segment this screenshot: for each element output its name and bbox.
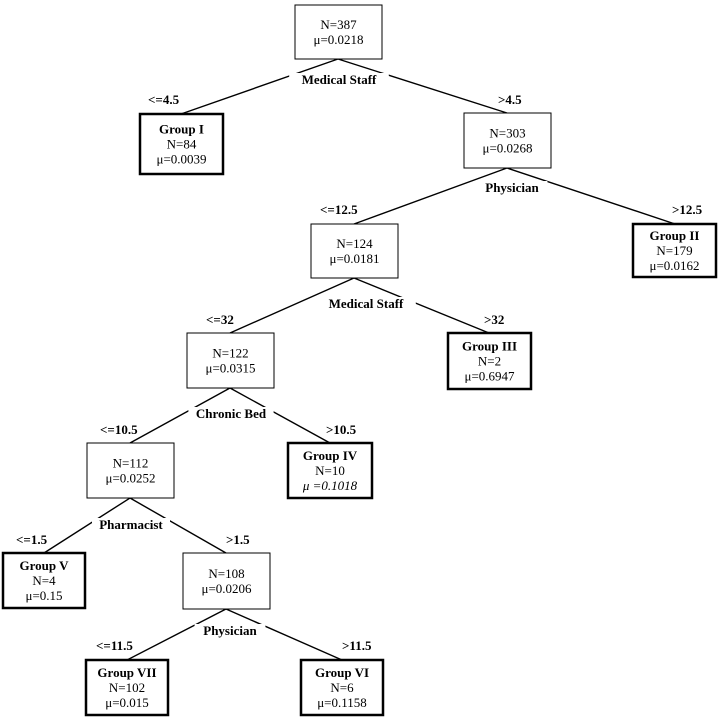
group-title: Group V [19,558,69,573]
node-mean: μ=0.15 [25,588,62,603]
node-box [294,4,383,60]
node-count: N=4 [32,573,56,588]
node-mean: μ=0.0181 [329,251,379,266]
branch-condition-right: >10.5 [326,422,357,437]
branch-line-s3-left [229,277,355,334]
branch-line-s6-right [225,608,343,661]
branch-condition-left: <=10.5 [100,422,138,437]
split-variable-label: Chronic Bed [196,406,267,421]
node-mean: μ=0.015 [105,695,149,710]
split-variable-label: Medical Staff [329,296,404,311]
split-label-backing [316,297,416,311]
node-mean: μ=0.0252 [105,471,155,486]
node-count: N=179 [656,243,692,258]
node-count: N=124 [336,236,373,251]
node-box [1,551,87,610]
node-box [186,332,275,389]
node-mean: μ=0.0218 [313,32,363,47]
node-box [182,552,271,610]
node-box [299,658,385,717]
node-box [631,222,718,279]
node-mean: μ =0.1018 [302,478,358,493]
leaf-node-g6: Group VIN=6μ=0.1158 [299,658,385,717]
group-title: Group VII [97,665,156,680]
node-count: N=84 [167,137,197,152]
node-count: N=6 [330,680,354,695]
branch-condition-left: <=4.5 [148,92,180,107]
split-variable-label: Physician [485,180,539,195]
branch-condition-left: <=32 [206,312,234,327]
node-count: N=112 [113,456,149,471]
branch-line-s4-left [129,387,231,444]
node-mean: μ=0.0206 [201,581,252,596]
branch-line-s1-left [180,58,339,115]
split-variable-label: Physician [203,623,257,638]
node-box [86,442,175,499]
split-label-backing [92,518,170,532]
group-title: Group II [650,228,700,243]
node-count: N=387 [320,17,357,32]
branch-condition-right: >1.5 [226,532,250,547]
split-label-backing [194,624,266,638]
node-mean: μ=0.1158 [317,695,367,710]
node-mean: μ=0.0315 [205,361,255,376]
split-label-backing [188,407,274,421]
branch-line-s5-right [129,497,227,554]
node-count: N=303 [489,126,525,141]
group-title: Group IV [303,448,358,463]
node-count: N=102 [109,680,145,695]
node-box [310,223,399,279]
leaf-node-g1: Group IN=84μ=0.0039 [138,112,225,176]
split-label-backing [476,181,548,195]
branch-line-s4-right [229,387,331,444]
split-variable-label: Medical Staff [302,72,377,87]
node-box [286,441,374,500]
branch-condition-right: >12.5 [672,202,703,217]
node-count: N=2 [478,354,501,369]
leaf-node-g5: Group VN=4μ=0.15 [1,551,87,610]
node-count: N=108 [208,566,244,581]
branch-condition-left: <=11.5 [96,638,133,653]
node-box [84,658,170,717]
split-label-backing [289,73,389,87]
node-box [138,112,225,176]
branch-line-s2-left [353,167,508,225]
branch-line-s6-left [126,608,227,661]
node-count: N=122 [212,346,248,361]
branch-condition-left: <=1.5 [16,532,48,547]
node-count: N=10 [315,463,345,478]
node-box [446,331,533,391]
branch-line-s5-left [43,497,131,554]
branch-line-s1-right [337,58,508,114]
node-mean: μ=0.0039 [156,152,206,167]
group-title: Group I [159,122,204,137]
branch-line-s3-right [353,277,490,334]
branch-condition-right: >32 [484,312,504,327]
node-box [463,112,552,169]
branch-condition-right: >11.5 [342,638,372,653]
leaf-node-g4: Group IVN=10μ =0.1018 [286,441,374,500]
node-mean: μ=0.0268 [482,141,532,156]
group-title: Group VI [315,665,369,680]
branch-condition-left: <=12.5 [320,202,358,217]
group-title: Group III [462,339,517,354]
branch-condition-right: >4.5 [498,92,522,107]
node-mean: μ=0.0162 [649,258,699,273]
split-variable-label: Pharmacist [99,517,163,532]
node-mean: μ=0.6947 [464,369,515,384]
branch-line-s2-right [506,167,676,225]
